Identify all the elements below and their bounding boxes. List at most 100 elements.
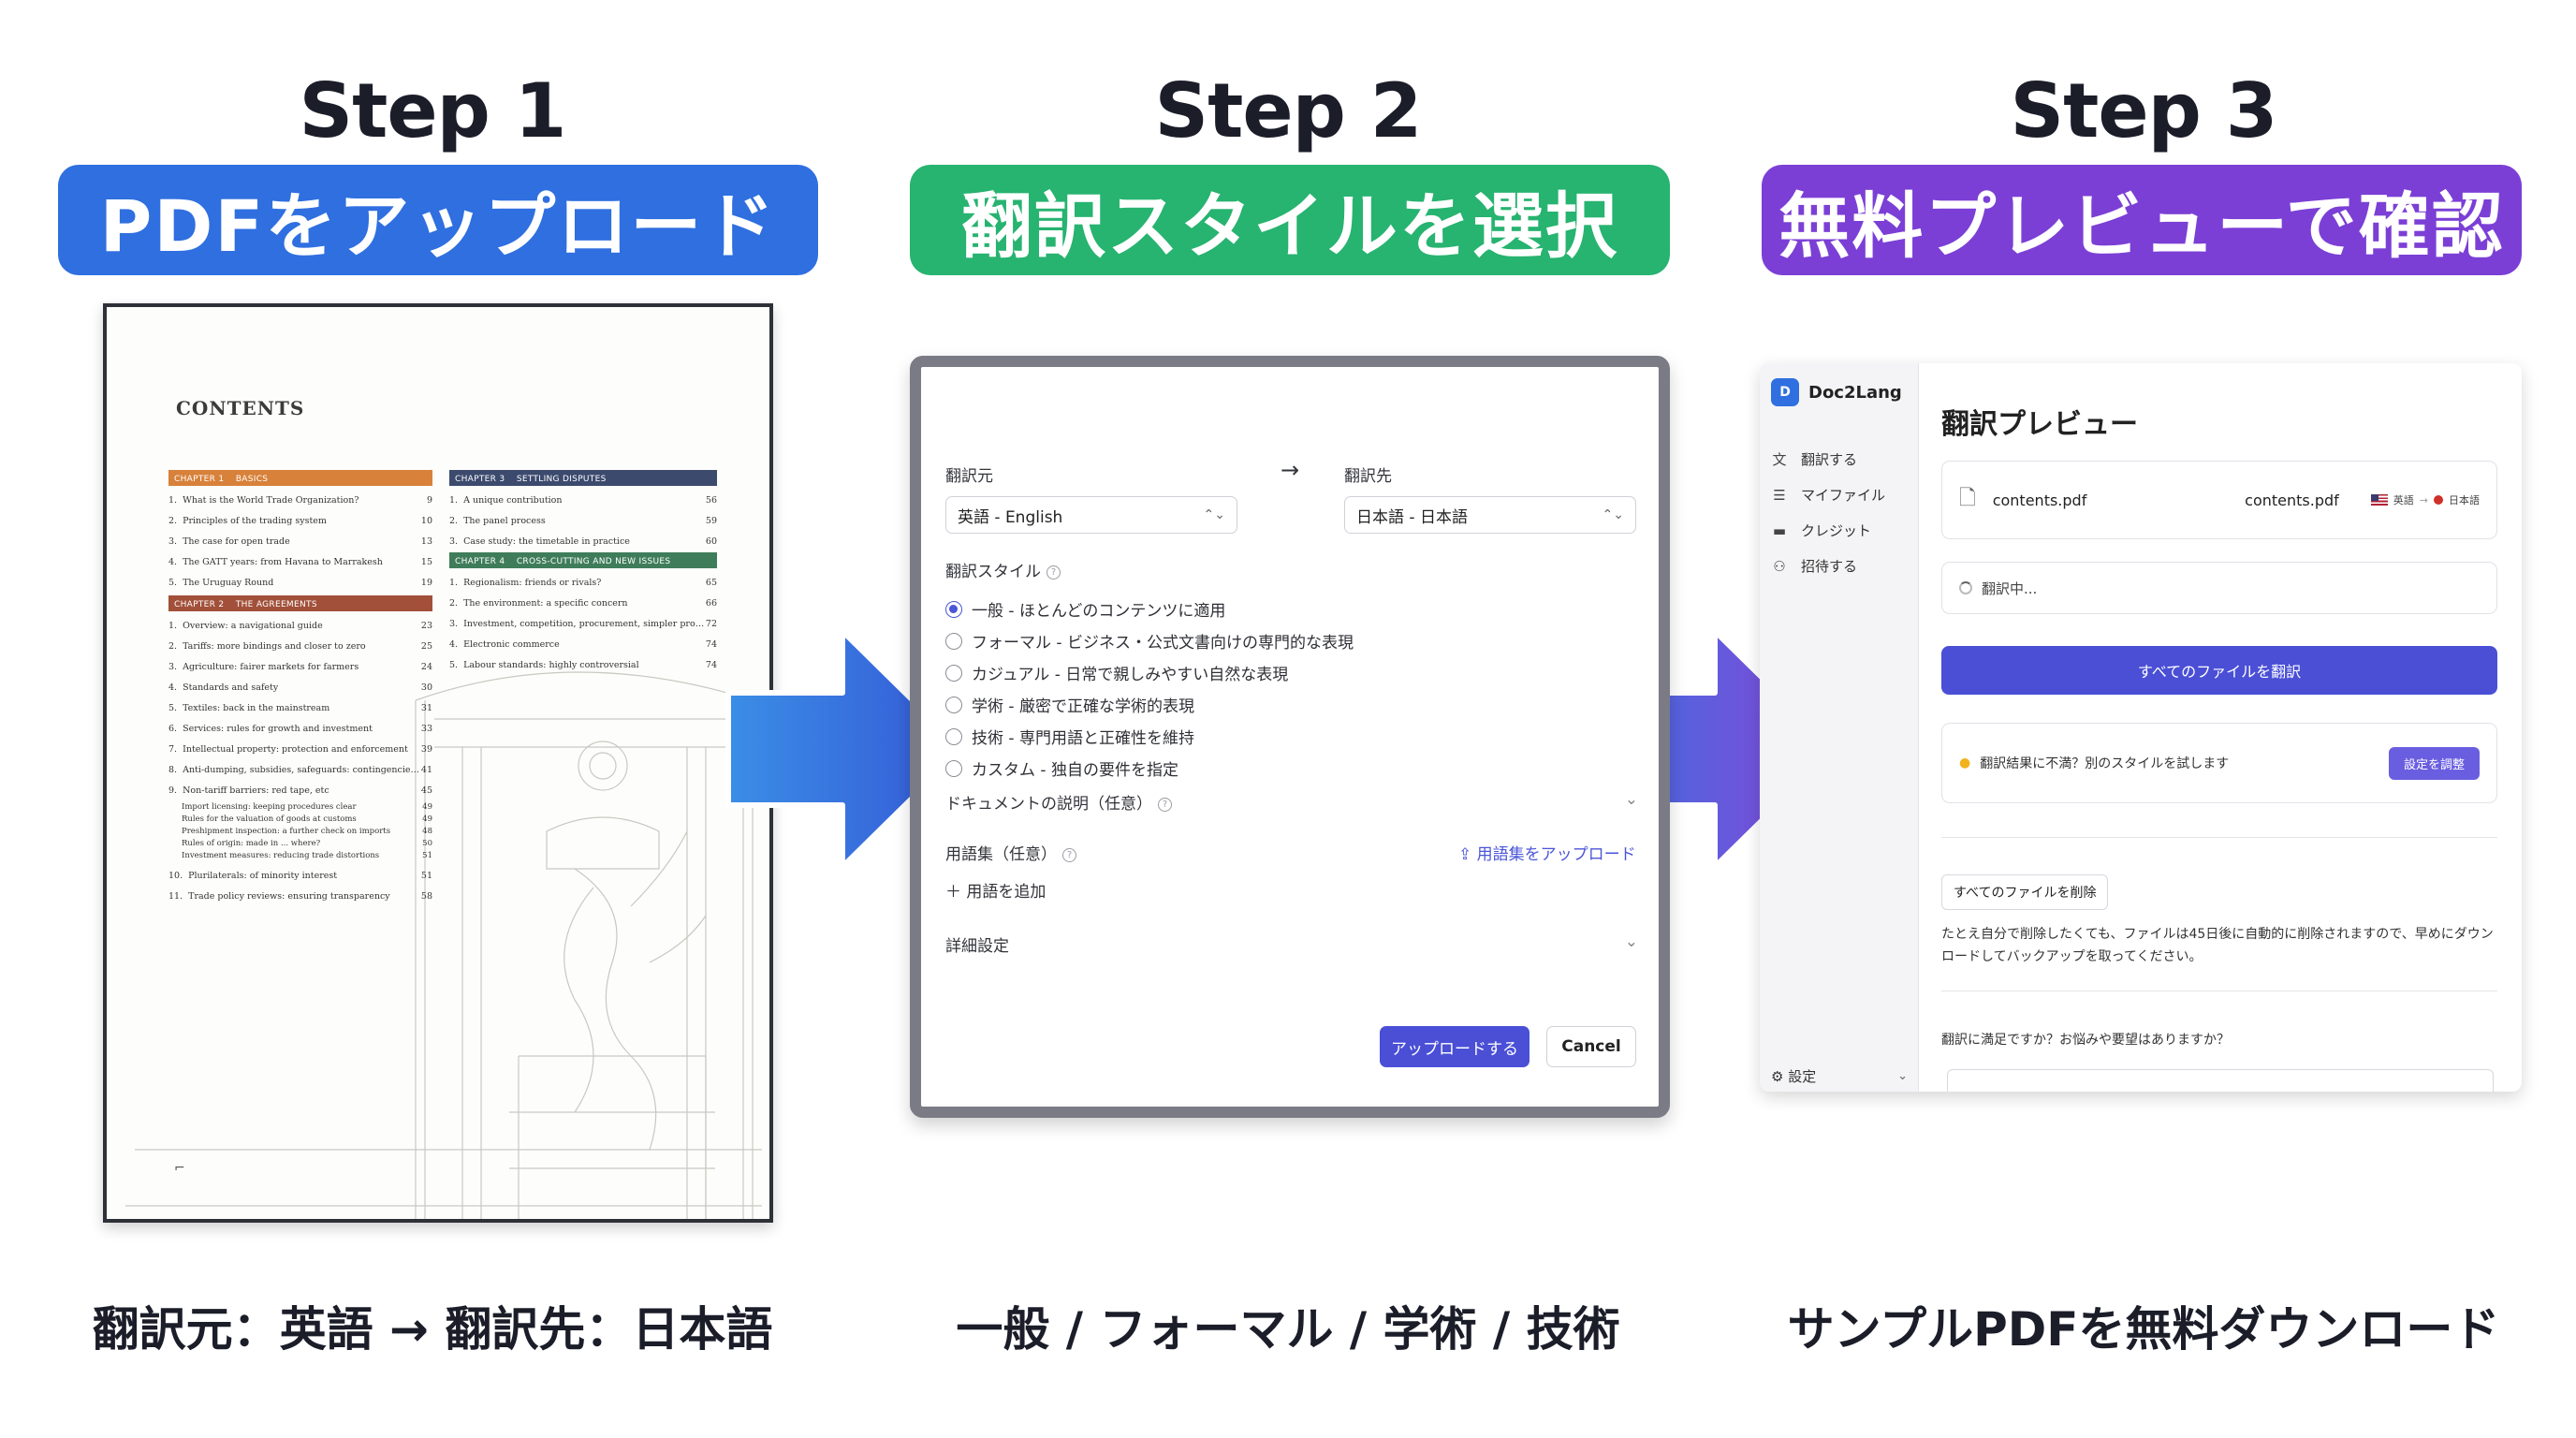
brand-logo-icon: D [1771, 378, 1799, 406]
target-language-select[interactable]: 日本語 - 日本語 ⌃⌄ [1344, 496, 1636, 534]
style-option[interactable]: 技術 - 専門用語と正確性を維持 [945, 725, 1194, 748]
add-term-label: 用語を追加 [966, 883, 1046, 902]
toc-entry-title: Principles of the trading system [183, 516, 327, 526]
spinner-icon [1959, 581, 1972, 594]
toc-entry-page: 15 [420, 557, 432, 567]
radio-button[interactable] [945, 727, 962, 745]
toc-entry-title: Anti-dumping, subsidies, safeguards: con… [183, 765, 421, 775]
toc-chapter2-sublist: Import licensing: keeping procedures cle… [168, 801, 432, 862]
user-add-icon: ⚇ [1773, 557, 1786, 575]
us-flag-icon [2370, 494, 2388, 506]
upload-button[interactable]: アップロードする [1380, 1026, 1530, 1067]
glossary-label-text: 用語集（任意） [945, 845, 1057, 864]
toc-entry-title: Investment, competition, procurement, si… [463, 619, 706, 629]
document-description-toggle[interactable]: ドキュメントの説明（任意）? ⌄ [945, 790, 1638, 814]
translate-all-button[interactable]: すべてのファイルを翻訳 [1941, 646, 2497, 695]
style-option-label: 一般 - ほとんどのコンテンツに適用 [972, 602, 1226, 621]
style-label-text: 翻訳スタイル [945, 563, 1041, 581]
chevron-down-icon: ⌄ [1624, 932, 1638, 951]
card-icon: ▬ [1772, 521, 1787, 539]
toc-entry-page: 66 [705, 598, 717, 609]
add-term-button[interactable]: ＋ 用語を追加 [945, 878, 1046, 902]
toc-entry-title: The case for open trade [183, 536, 290, 547]
cancel-button[interactable]: Cancel [1546, 1026, 1636, 1067]
style-option[interactable]: カジュアル - 日常で親しみやすい自然な表現 [945, 661, 1288, 684]
toc-entry-page: 25 [420, 641, 432, 652]
source-language-select[interactable]: 英語 - English ⌃⌄ [945, 496, 1237, 534]
toc-subentry-title: Rules of origin: made in ... where? [182, 839, 321, 848]
toc-chapter-heading: CHAPTER 1 BASICS [168, 470, 432, 486]
toc-entry-page: 24 [420, 662, 432, 672]
toc-subrow: Import licensing: keeping procedures cle… [168, 801, 432, 814]
toc-entry-number: 3. [168, 536, 178, 547]
toc-entry-title: Intellectual property: protection and en… [183, 744, 408, 755]
step1-title: Step 1 [299, 67, 567, 154]
toc-entry-number: 8. [168, 765, 178, 775]
toc-subrow: Rules for the valuation of goods at cust… [168, 814, 432, 826]
source-lang: 英語 [2393, 494, 2414, 506]
radio-button[interactable] [945, 600, 962, 618]
style-option[interactable]: 学術 - 厳密で正確な学術的表現 [945, 693, 1194, 716]
adjust-settings-button[interactable]: 設定を調整 [2388, 746, 2480, 780]
toc-entry-title: Plurilaterals: of minority interest [188, 871, 338, 881]
page-title: 翻訳プレビュー [1941, 408, 2138, 441]
brand[interactable]: D Doc2Lang [1771, 378, 1902, 406]
toc-chapter-heading: CHAPTER 3 SETTLING DISPUTES [449, 470, 717, 486]
sidebar-item[interactable]: ⚇招待する [1771, 556, 1857, 576]
sidebar-item[interactable]: 文翻訳する [1771, 449, 1857, 469]
toc-entry-title: Trade policy reviews: ensuring transpare… [188, 891, 390, 902]
style-option-label: 技術 - 専門用語と正確性を維持 [972, 729, 1194, 748]
toc-row: 2.Tariffs: more bindings and closer to z… [168, 637, 432, 657]
help-icon[interactable]: ? [1046, 565, 1061, 580]
sidebar-item[interactable]: ☰マイファイル [1771, 485, 1885, 505]
retention-notice: たとえ自分で削除したくても、ファイルは45日後に自動的に削除されますので、早めに… [1941, 927, 2494, 964]
sidebar-settings[interactable]: ⚙ 設定 ⌄ [1771, 1066, 1908, 1086]
sidebar-item[interactable]: ▬クレジット [1771, 521, 1871, 540]
toc-subrow: Investment measures: reducing trade dist… [168, 850, 432, 862]
toc-entry-page: 74 [705, 660, 717, 670]
tip-text: 翻訳結果に不満？別のスタイルを試します [1980, 756, 2230, 771]
step3-banner: 無料プレビューで確認 [1762, 165, 2522, 275]
advanced-settings-label: 詳細設定 [945, 937, 1009, 956]
divider [1941, 837, 2497, 838]
toc-entry-page: 65 [705, 578, 717, 588]
step2-title: Step 2 [1154, 67, 1423, 154]
pdf-illustration [125, 671, 762, 1219]
glossary-upload-link[interactable]: ⇪ 用語集をアップロード [1458, 841, 1636, 864]
style-option[interactable]: フォーマル - ビジネス・公式文書向けの専門的な表現 [945, 629, 1354, 653]
toc-row: 1.What is the World Trade Organization?9 [168, 491, 432, 511]
help-icon[interactable]: ? [1158, 797, 1172, 812]
radio-button[interactable] [945, 696, 962, 713]
language-pair: 英語 → 日本語 [2370, 492, 2480, 507]
file-icon: 🗋 [1959, 487, 1976, 510]
file-name: contents.pdf [1992, 491, 2087, 509]
toc-row: 3.Investment, competition, procurement, … [449, 614, 717, 635]
advanced-settings-toggle[interactable]: 詳細設定 ⌄ [945, 932, 1638, 956]
glossary-label: 用語集（任意）? [945, 841, 1076, 864]
toc-entry-page: 30 [420, 682, 432, 693]
help-icon[interactable]: ? [1062, 847, 1076, 862]
toc-row: 11.Trade policy reviews: ensuring transp… [168, 887, 432, 907]
feedback-input[interactable] [1947, 1069, 2494, 1092]
toc-entry-title: Tariffs: more bindings and closer to zer… [183, 641, 366, 652]
toc-entry-page: 58 [420, 891, 432, 902]
delete-all-button[interactable]: すべてのファイルを削除 [1941, 874, 2109, 910]
style-option[interactable]: 一般 - ほとんどのコンテンツに適用 [945, 597, 1225, 621]
toc-chapter-heading: CHAPTER 2 THE AGREEMENTS [168, 595, 432, 611]
toc-entry-page: 13 [420, 536, 432, 547]
jp-flag-icon [2434, 495, 2443, 505]
style-option[interactable]: カスタム - 独自の要件を指定 [945, 756, 1178, 780]
radio-button[interactable] [945, 759, 962, 777]
arrow-icon: → [2419, 493, 2428, 506]
toc-entry-page: 51 [420, 871, 432, 881]
radio-button[interactable] [945, 664, 962, 682]
radio-button[interactable] [945, 632, 962, 650]
arrow-icon: → [1281, 457, 1300, 483]
toc-entry-page: 59 [705, 516, 717, 526]
upload-icon: ⇪ [1458, 845, 1477, 864]
style-option-label: カスタム - 独自の要件を指定 [972, 761, 1178, 780]
